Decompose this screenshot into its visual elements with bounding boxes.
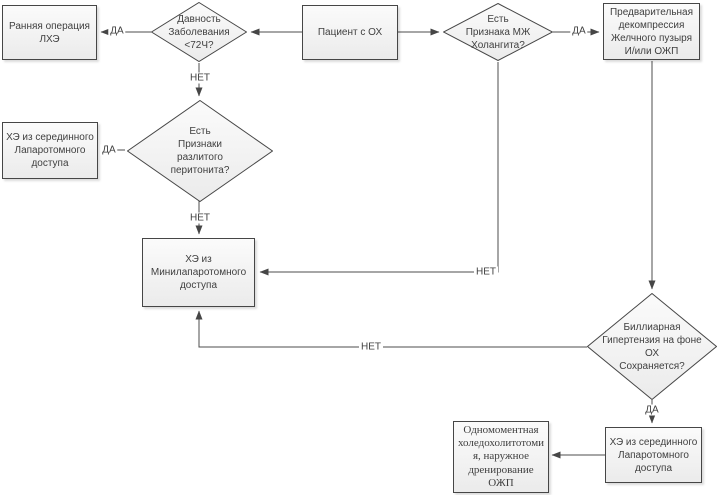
edge-label-peritonitis-yes: ДА xyxy=(100,144,118,156)
node-he-midline-laparotomy-left: ХЭ из серединного Лапаротомного доступа xyxy=(2,122,98,179)
edge-label-duration-no: НЕТ xyxy=(188,72,212,84)
decision-label: Есть Признака МЖ Холангита? xyxy=(465,13,531,51)
node-patient-oh: Пациент с ОХ xyxy=(302,5,398,60)
decision-label: Есть Признаки разлитого перитонита? xyxy=(170,126,230,176)
diamond-shape xyxy=(151,2,247,62)
diamond-shape xyxy=(587,293,717,400)
node-early-lhe-surgery: Ранняя операция ЛХЭ xyxy=(2,5,97,60)
edge-label-cholangitis-yes: ДА xyxy=(570,25,588,37)
node-he-minilaparotomy: ХЭ из Минилапаротомного доступа xyxy=(142,238,255,307)
edge-label-biliary-no: НЕТ xyxy=(359,341,383,353)
node-he-midline-laparotomy-bottom: ХЭ из серединного Лапаротомного доступа xyxy=(605,427,702,483)
edge-label-biliary-yes: ДА xyxy=(643,404,661,416)
decision-label: Давность Заболевания <72Ч? xyxy=(168,13,230,51)
node-choledocholithotomy: Одномоментная холедохолитотоми я, наружн… xyxy=(453,421,549,493)
diamond-shape xyxy=(443,3,553,61)
edge-label-cholangitis-no: НЕТ xyxy=(474,266,498,278)
decision-biliary-hypertension: Биллиарная Гипертензия на фоне ОХ Сохран… xyxy=(587,293,717,400)
decision-peritonitis: Есть Признаки разлитого перитонита? xyxy=(127,100,273,202)
edge-label-duration-yes: ДА xyxy=(108,25,126,37)
edge-cholangitis-no xyxy=(259,62,499,276)
decision-label: Биллиарная Гипертензия на фоне ОХ Сохран… xyxy=(602,321,702,372)
node-preliminary-decompression: Предварительная декомпрессия Желчного пу… xyxy=(603,3,700,60)
diamond-shape xyxy=(127,100,273,202)
edge-biliary-no xyxy=(195,310,587,348)
edge-label-peritonitis-no: НЕТ xyxy=(188,212,212,224)
decision-disease-duration: Давность Заболевания <72Ч? xyxy=(151,2,247,62)
decision-cholangitis: Есть Признака МЖ Холангита? xyxy=(443,3,553,61)
